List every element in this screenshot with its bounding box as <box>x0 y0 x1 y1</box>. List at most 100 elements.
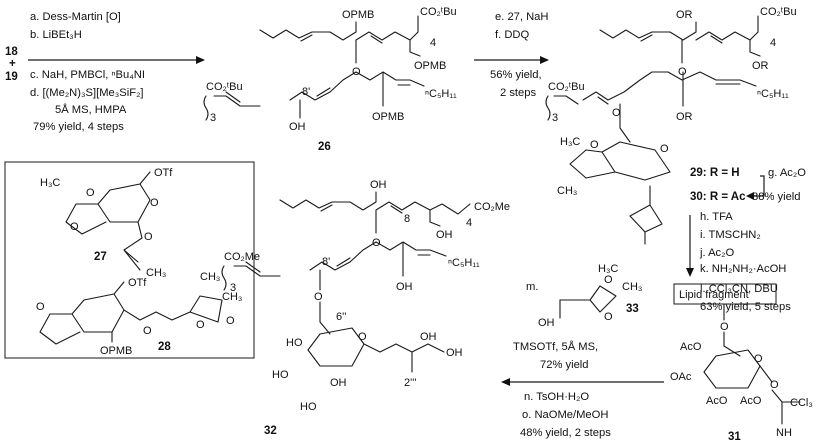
c32-hydroxyl-2: OH <box>330 377 347 389</box>
compound-18-label: 18 <box>5 46 18 58</box>
c31-imine-nh: NH <box>776 427 792 439</box>
step2-arrow <box>474 56 549 64</box>
c32-hydroxyl-ring-bottom: HO <box>300 401 317 413</box>
c32-hydroxyl-3: HO <box>272 369 289 381</box>
step3-line-j: j. Ac₂O <box>699 247 734 259</box>
c31-ring-oxygen: O <box>754 353 763 365</box>
c32-hydroxyl-glycerol-3: OH <box>446 347 463 359</box>
compound-29-label: 29: R = H <box>690 167 740 179</box>
c27-triflate: OTf <box>154 167 173 179</box>
step5-line-o: o. NaOMe/MeOH <box>522 409 608 421</box>
c32-subscript-3: 3 <box>230 282 236 294</box>
c32-hydroxyl-bottom: OH <box>396 281 413 293</box>
c32-position-8prime: 8' <box>322 256 330 268</box>
c33-hydroxyl: OH <box>538 317 555 329</box>
step-m-yield: 72% yield <box>540 359 589 371</box>
c26-subscript-3: 3 <box>210 112 216 124</box>
step1-conditions: a. Dess-Martin [O] b. LiBEt₃H c. NaH, PM… <box>30 11 145 133</box>
step2-conditions: e. 27, NaH f. DDQ 56% yield, 2 steps <box>490 11 548 99</box>
c27-ring-oxygen: O <box>150 197 159 209</box>
c31-acetoxy-3: OAc <box>670 371 692 383</box>
compound-27-number: 27 <box>94 251 107 263</box>
step2-steps: 2 steps <box>500 87 536 99</box>
c32-position-6dprime: 6'' <box>336 311 346 323</box>
c33-oxygen-1: O <box>604 274 613 286</box>
c27-oxygen-1: O <box>86 187 95 199</box>
c27-oxygen-3: O <box>144 231 153 243</box>
step3-yield: 63% yield, 5 steps <box>700 301 791 313</box>
step5-conditions: n. TsOH·H₂O o. NaOMe/MeOH 48% yield, 2 s… <box>520 391 611 439</box>
c32-hydroxyl-right: OH <box>436 229 453 241</box>
step2-line-f: f. DDQ <box>495 29 529 41</box>
c32-hydroxyl-glycerol-2: OH <box>420 331 437 343</box>
compound-26-number: 26 <box>318 141 331 153</box>
c26-subscript-4: 4 <box>430 37 436 49</box>
c31-acetoxy-4: AcO <box>680 341 702 353</box>
c31-imidate-oxygen: O <box>770 379 779 391</box>
step2-line-e: e. 27, NaH <box>495 11 548 23</box>
c26-position-8prime: 8' <box>302 86 310 98</box>
step1-line-c: c. NaH, PMBCl, ⁿBu₄NI <box>30 69 145 81</box>
step1-line-d: d. [(Me₂N)₃S][Me₃SiF₂] <box>30 87 144 99</box>
c26-pentyl: ⁿC₅H₁₁ <box>425 88 457 100</box>
c32-hydroxyl-top: OH <box>370 179 387 191</box>
step3-arrow <box>686 215 694 277</box>
step-g-yield: 88% yield <box>752 191 801 203</box>
c32-ether-oxygen: O <box>372 237 381 249</box>
c28-dioxolane-oxygen-2: O <box>226 315 235 327</box>
compound-32-number: 32 <box>264 425 277 437</box>
step1-line-ms: 5Å MS, HMPA <box>55 103 127 116</box>
step1-line-a: a. Dess-Martin [O] <box>30 11 121 23</box>
c33-methyl-1: H₃C <box>598 263 618 275</box>
step3-conditions: h. TFA i. TMSCHN₂ j. Ac₂O k. NH₂NH₂·AcOH… <box>699 211 791 313</box>
step1-yield: 79% yield, 4 steps <box>33 121 124 133</box>
step3-line-l: l. CCl₃CN, DBU <box>700 283 778 295</box>
c28-triflate: OTf <box>128 277 147 289</box>
reagent-inset-box <box>4 161 255 359</box>
c31-acetoxy-2b: AcO <box>740 395 762 407</box>
c28-glycosidic-oxygen: O <box>143 325 152 337</box>
c32-methyl-ester-right: CO₂Me <box>474 201 510 213</box>
lipid-fragment-label: Lipid fragment <box>679 289 749 301</box>
c29-co2tbu-top: CO₂ᵗBu <box>760 6 797 18</box>
c26-co2tbu-left: CO₂ᵗBu <box>206 81 243 93</box>
step5-arrow <box>501 378 664 386</box>
c26-opmb-top: OPMB <box>342 9 374 21</box>
c28-dioxolane-oxygen-1: O <box>196 319 205 331</box>
plus-sign: + <box>9 58 16 70</box>
c29-pentyl: ⁿC₅H₁₁ <box>757 88 789 100</box>
lipid-fragment-box <box>673 283 777 305</box>
step5-yield: 48% yield, 2 steps <box>520 427 611 439</box>
c31-acetoxy-2: AcO <box>706 395 728 407</box>
step3-line-h: h. TFA <box>700 211 733 223</box>
c29-oxygen-ring: O <box>660 143 669 155</box>
reagent-33: m. H₃C CH₃ O O OH 33 TMSOTf, 5Å MS, 72% … <box>513 263 642 371</box>
c29-methyl-left: H₃C <box>560 136 580 148</box>
compound-33-number: 33 <box>626 303 639 315</box>
c29-or-top: OR <box>676 9 693 21</box>
step-m-conditions: TMSOTf, 5Å MS, <box>513 340 598 353</box>
c32-hydroxyl-4: HO <box>286 337 303 349</box>
c26-opmb-bottom: OPMB <box>372 111 404 123</box>
compound-19-label: 19 <box>5 71 18 83</box>
c29-oxygen-2: O <box>590 139 599 151</box>
c32-position-8: 8 <box>404 213 410 225</box>
compound-26: OPMB CO₂ᵗBu 4 OPMB O CO₂ᵗBu 3 8' OH OPMB… <box>203 6 457 153</box>
c31-trichloromethyl: CCl₃ <box>790 397 813 409</box>
c27-oxygen-2: O <box>70 221 79 233</box>
compound-29-30: OR CO₂ᵗBu 4 OR O CO₂ᵗBu 3 OR ⁿC₅H₁₁ H₃C … <box>545 6 806 245</box>
c28-opmb: OPMB <box>100 345 132 357</box>
c28-methyl-2: CH₃ <box>222 291 242 303</box>
c26-hydroxyl: OH <box>289 121 306 133</box>
c27-methyl-2: CH₃ <box>146 267 166 279</box>
compound-28: OTf O O CH₃ CH₃ OPMB O O 28 <box>36 271 242 357</box>
step1-arrow <box>28 56 205 64</box>
compound-30-label: 30: R = Ac <box>690 191 746 203</box>
c28-oxygen-1: O <box>36 301 45 313</box>
c26-ether-oxygen: O <box>352 66 361 78</box>
c29-or-bottom: OR <box>676 111 693 123</box>
compound-32: OH 8 OH 4 CO₂Me CO₂Me 3 8' O OH ⁿC₅H₁₁ 6… <box>221 179 510 437</box>
c32-methyl-ester-left: CO₂Me <box>224 251 260 263</box>
compound-31-number: 31 <box>728 431 741 443</box>
